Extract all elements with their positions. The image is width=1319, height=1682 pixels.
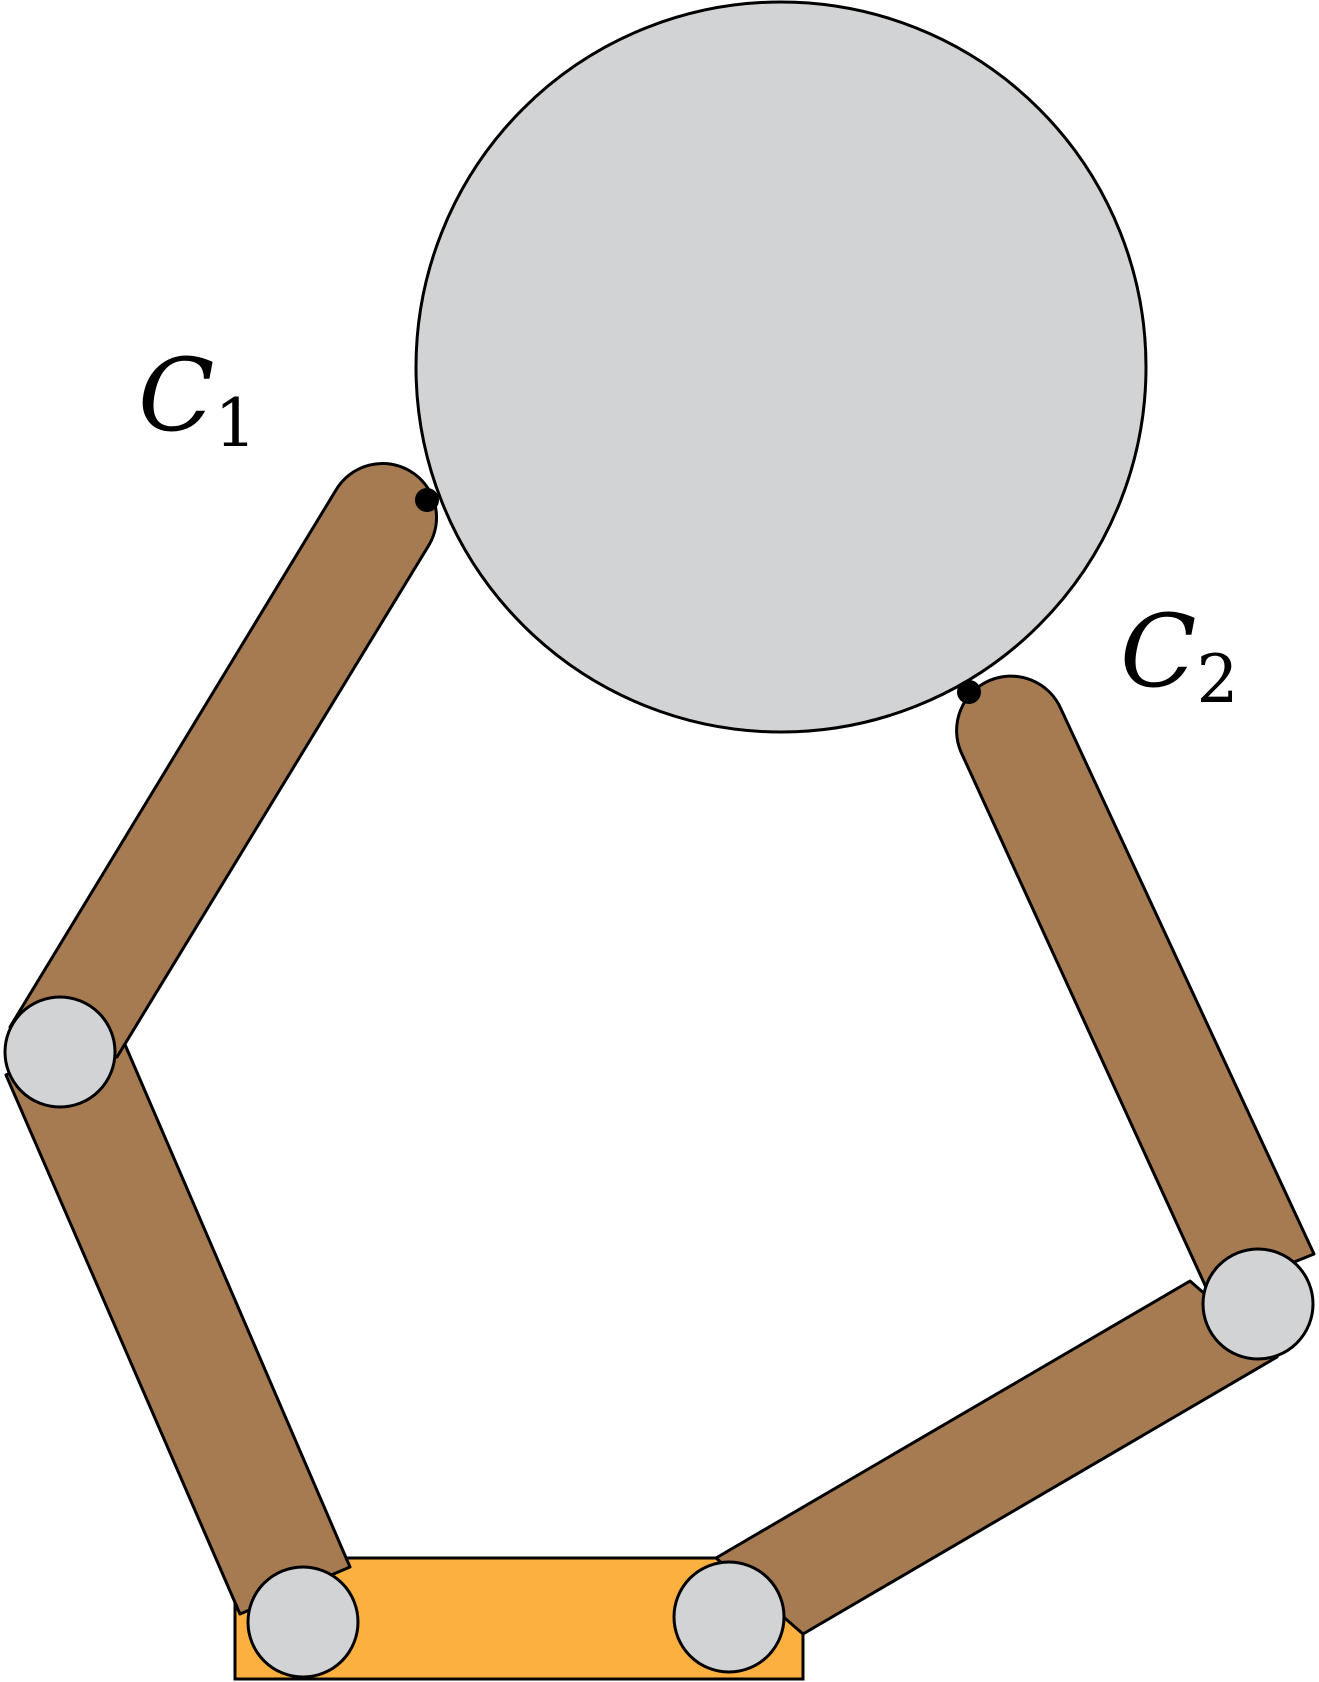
contact-label-2: C2 [1120, 593, 1239, 718]
contact-point-2 [957, 680, 981, 704]
left-distal-link [8, 461, 439, 1059]
left-middle-joint [3, 995, 117, 1109]
grasped-object [414, 0, 1148, 734]
contact-label-1: C1 [138, 337, 257, 462]
right-middle-joint [1201, 1247, 1315, 1361]
right-distal-link [955, 674, 1316, 1298]
right-base-joint [672, 1560, 786, 1674]
left-proximal-link [4, 1024, 352, 1616]
right-proximal-link [714, 1279, 1279, 1636]
left-base-joint [246, 1565, 360, 1679]
contact-point-1 [415, 488, 439, 512]
